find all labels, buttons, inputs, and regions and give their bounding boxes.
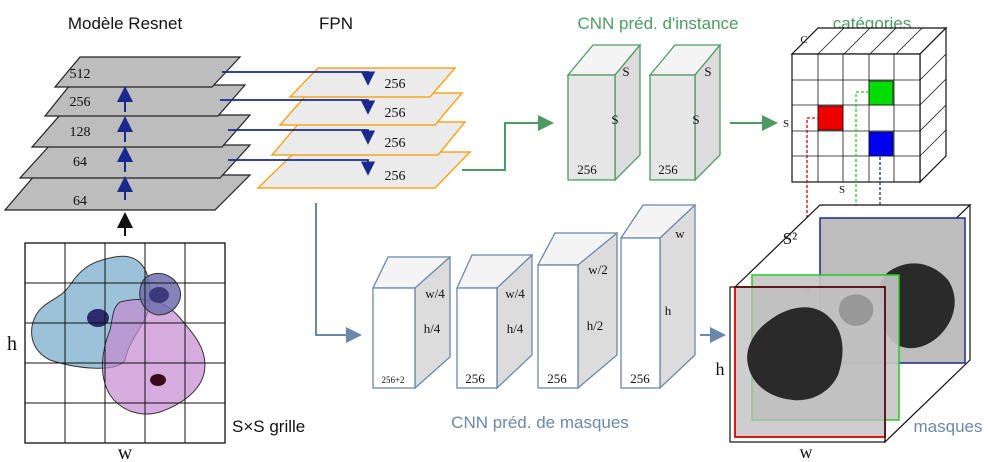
- instance-block-1-depth: 256: [577, 162, 597, 177]
- green-category-cell: [868, 80, 894, 106]
- mask-cnn-blocks: 256+2 w/4 h/4 256 w/4 h/4 256 w/2 h/2 25…: [371, 203, 697, 390]
- instance-block-1-side: S: [611, 112, 618, 127]
- resnet-layer-3-label: 128: [70, 125, 91, 140]
- pink-instance-blob: [101, 298, 206, 415]
- masks-title: masques: [914, 417, 983, 436]
- instance-block-2-side: S: [692, 112, 699, 127]
- mask-block-3-w: w/2: [588, 262, 608, 277]
- blue-category-cell: [868, 131, 894, 157]
- mask-cube-w-label: w: [800, 442, 813, 462]
- input-image-grid: h w S×S grille: [7, 242, 305, 462]
- resnet-stack: 512 256 128 64 64: [3, 56, 252, 236]
- cube-s-bottom-label: S: [839, 184, 845, 196]
- purple-blob-core: [149, 287, 169, 303]
- resnet-layer-1: [53, 56, 242, 88]
- resnet-layer-2-label: 256: [70, 95, 91, 110]
- fpn-layer-2: [278, 92, 464, 126]
- mask-output-cube: S² h w: [716, 203, 972, 462]
- resnet-layer-5-label: 64: [73, 194, 87, 209]
- mask-cube-s2-label: S²: [783, 229, 798, 248]
- cube-s-left-label: S: [783, 118, 789, 130]
- resnet-layer-4: [18, 144, 252, 179]
- fpn-layer-2-label: 256: [385, 106, 406, 121]
- instance-block-1: [567, 74, 616, 181]
- resnet-layer-5: [3, 174, 252, 211]
- mask-block-4-w: w: [675, 226, 685, 241]
- mask-block-4: [620, 237, 661, 389]
- fpn-stack: 256 256 256 256: [220, 67, 472, 189]
- resnet-layer-4-label: 64: [73, 155, 87, 170]
- mask-block-3-depth: 256: [547, 371, 567, 386]
- fpn-to-instance-arrow: [462, 115, 554, 171]
- mask-cube-h-label: h: [716, 359, 725, 379]
- mask-block-3-h: h/2: [587, 318, 604, 333]
- lateral-connection: [228, 159, 376, 176]
- fpn-title: FPN: [319, 14, 353, 33]
- grid-border: [24, 242, 226, 444]
- mask-block-1: [372, 287, 416, 389]
- blue-blob-core: [87, 309, 109, 327]
- grid-h-label: h: [7, 333, 17, 355]
- fpn-to-mask-arrow: [315, 203, 362, 343]
- fpn-layer-1-label: 256: [385, 77, 406, 92]
- mask-block-2-w: w/4: [505, 286, 525, 301]
- mask-block-1-depth: 256+2: [381, 375, 404, 385]
- mask-block-1-h: h/4: [424, 321, 441, 336]
- instance-block-1-top: S: [622, 64, 629, 79]
- lateral-connection: [222, 71, 376, 86]
- instance-cnn-title: CNN préd. d'instance: [577, 14, 738, 33]
- mask-block-4-depth: 256: [630, 371, 650, 386]
- mask-block-2-h: h/4: [507, 321, 524, 336]
- lateral-connection: [220, 99, 376, 115]
- instance-cnn-blocks: 256 S S 256 S S: [566, 43, 722, 182]
- mask-block-3: [537, 264, 579, 389]
- instance-block-2: [649, 74, 696, 181]
- mask-block-4-h: h: [665, 303, 672, 318]
- mask-block-2-depth: 256: [465, 371, 485, 386]
- instance-block-2-top: S: [704, 64, 711, 79]
- fpn-layer-4-label: 256: [385, 169, 406, 184]
- grid-w-label: w: [118, 442, 133, 462]
- pink-blob-core: [150, 374, 166, 386]
- grid-caption: S×S grille: [232, 417, 305, 436]
- fpn-layer-4: [256, 151, 472, 189]
- mask-block-2: [456, 287, 498, 389]
- mask-cnn-title: CNN préd. de masques: [451, 413, 629, 432]
- lateral-connection: [228, 129, 376, 145]
- resnet-title: Modèle Resnet: [68, 14, 183, 33]
- fpn-layer-3-label: 256: [385, 136, 406, 151]
- resnet-layer-1-label: 512: [70, 67, 91, 82]
- resnet-layer-3: [30, 114, 252, 148]
- mask-block-1-w: w/4: [425, 286, 445, 301]
- red-mask-shape: [747, 307, 843, 401]
- cube-c-label: C: [800, 34, 807, 46]
- instance-block-2-depth: 256: [658, 162, 678, 177]
- red-category-cell: [817, 105, 844, 131]
- grid-lines: [25, 243, 225, 443]
